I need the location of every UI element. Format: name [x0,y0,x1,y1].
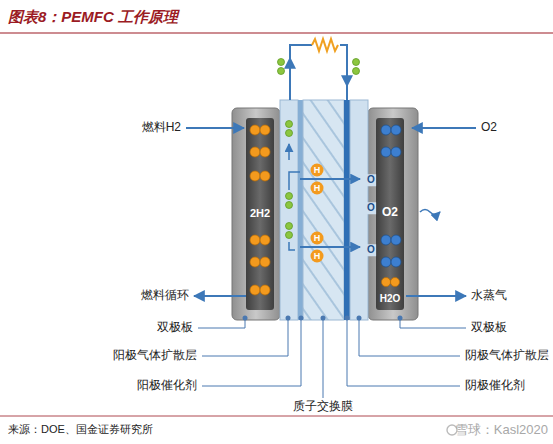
part-label: 阴极催化剂 [464,379,526,393]
oxygen-label: O [366,174,376,186]
caption-rule [0,416,553,417]
leader-dots [243,316,403,321]
resistor-symbol [312,39,338,51]
proton-label: H [311,232,324,245]
outlet-arrow [194,295,246,297]
part-label: 质子交换膜 [292,400,354,414]
proton-label: H [311,250,324,263]
part-label: 双极板 [156,321,194,335]
outlet-arrow [406,295,466,297]
circuit-wire [290,45,347,100]
inlet-arrow [186,127,244,129]
part-label: O2 [480,121,498,135]
gas-channel: O2H2O [376,118,404,310]
electron-arrow [346,62,348,86]
channel-label: O2 [376,206,404,219]
figure-title: 图表8：PEMFC 工作原理 [8,8,178,25]
gas-channel: 2H2 [246,118,274,310]
anode-gdl [280,100,298,320]
proton-arrow [300,246,360,248]
part-label: 燃料循环 [140,289,190,303]
proton-arrow [300,178,360,180]
bipolar-plate [232,108,280,320]
electron-arrows [289,144,300,250]
electron-arrow [289,58,291,78]
channel-label: 2H2 [246,207,274,219]
part-label: 阴极气体扩散层 [464,349,550,363]
proton-label: H [311,182,324,195]
watermark: 雪球：Kasl2020 [455,423,548,438]
part-label: 燃料H2 [141,121,182,135]
channel-label: H2O [376,293,404,304]
electrons [278,59,360,239]
oxygen-label: O [366,202,376,214]
part-label: 阳极催化剂 [136,379,198,393]
oxygen-label: O [366,244,376,256]
proton-label: H [311,164,324,177]
source-caption: 来源：DOE、国金证券研究所 [8,423,153,436]
leader-lines [198,318,466,398]
part-label: 阳极气体扩散层 [112,349,198,363]
bipolar-plate [368,108,418,320]
title-rule [0,32,553,33]
membrane [303,100,344,320]
part-label: 双极板 [470,321,508,335]
cathode-catalyst [344,100,350,320]
heat-arrow [420,210,440,215]
part-label: 水蒸气 [470,289,508,303]
inlet-arrow [412,127,476,129]
anode-catalyst [298,100,303,320]
